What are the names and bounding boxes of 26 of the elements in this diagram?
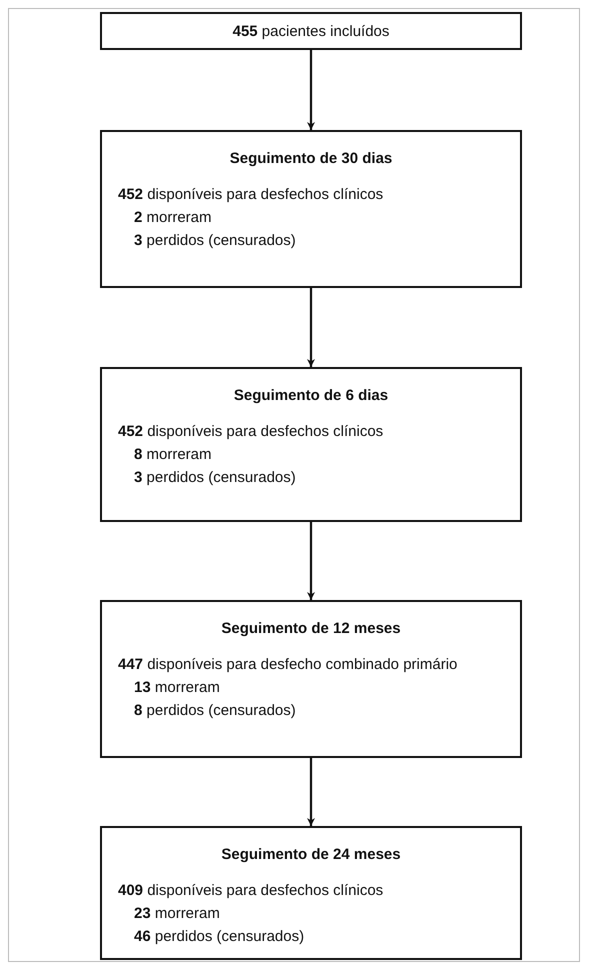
process-box xyxy=(100,367,522,522)
arrow xyxy=(307,288,315,367)
box-text: 13 morreram xyxy=(133,678,221,698)
arrow xyxy=(307,522,315,600)
process-box xyxy=(100,600,522,758)
box-text: 452 disponíveis para desfechos clínicos xyxy=(118,185,384,205)
box-text: 46 perdidos (censurados) xyxy=(133,927,306,947)
arrow xyxy=(307,758,315,826)
box-text: 452 disponíveis para desfechos clínicos xyxy=(118,422,384,442)
box-text: 8 perdidos (censurados) xyxy=(133,701,297,721)
box-heading: Seguimento de 6 dias xyxy=(232,387,390,404)
box-heading: Seguimento de 30 dias xyxy=(228,150,394,167)
box-text: 447 disponíveis para desfecho combinado primário xyxy=(118,655,458,675)
process-box xyxy=(100,130,522,288)
process-box xyxy=(100,826,522,960)
arrow xyxy=(307,50,315,130)
box-text: 8 morreram xyxy=(133,445,213,465)
box-text: 3 perdidos (censurados) xyxy=(133,231,297,251)
box-text: 455 pacientes incluídos xyxy=(232,22,390,42)
box-text: 2 morreram xyxy=(133,208,213,228)
box-heading: Seguimento de 24 meses xyxy=(220,846,402,863)
process-box xyxy=(100,12,522,50)
box-text: 3 perdidos (censurados) xyxy=(133,468,297,488)
box-text: 409 disponíveis para desfechos clínicos xyxy=(118,881,384,901)
box-text: 23 morreram xyxy=(133,904,221,924)
box-heading: Seguimento de 12 meses xyxy=(220,620,402,637)
